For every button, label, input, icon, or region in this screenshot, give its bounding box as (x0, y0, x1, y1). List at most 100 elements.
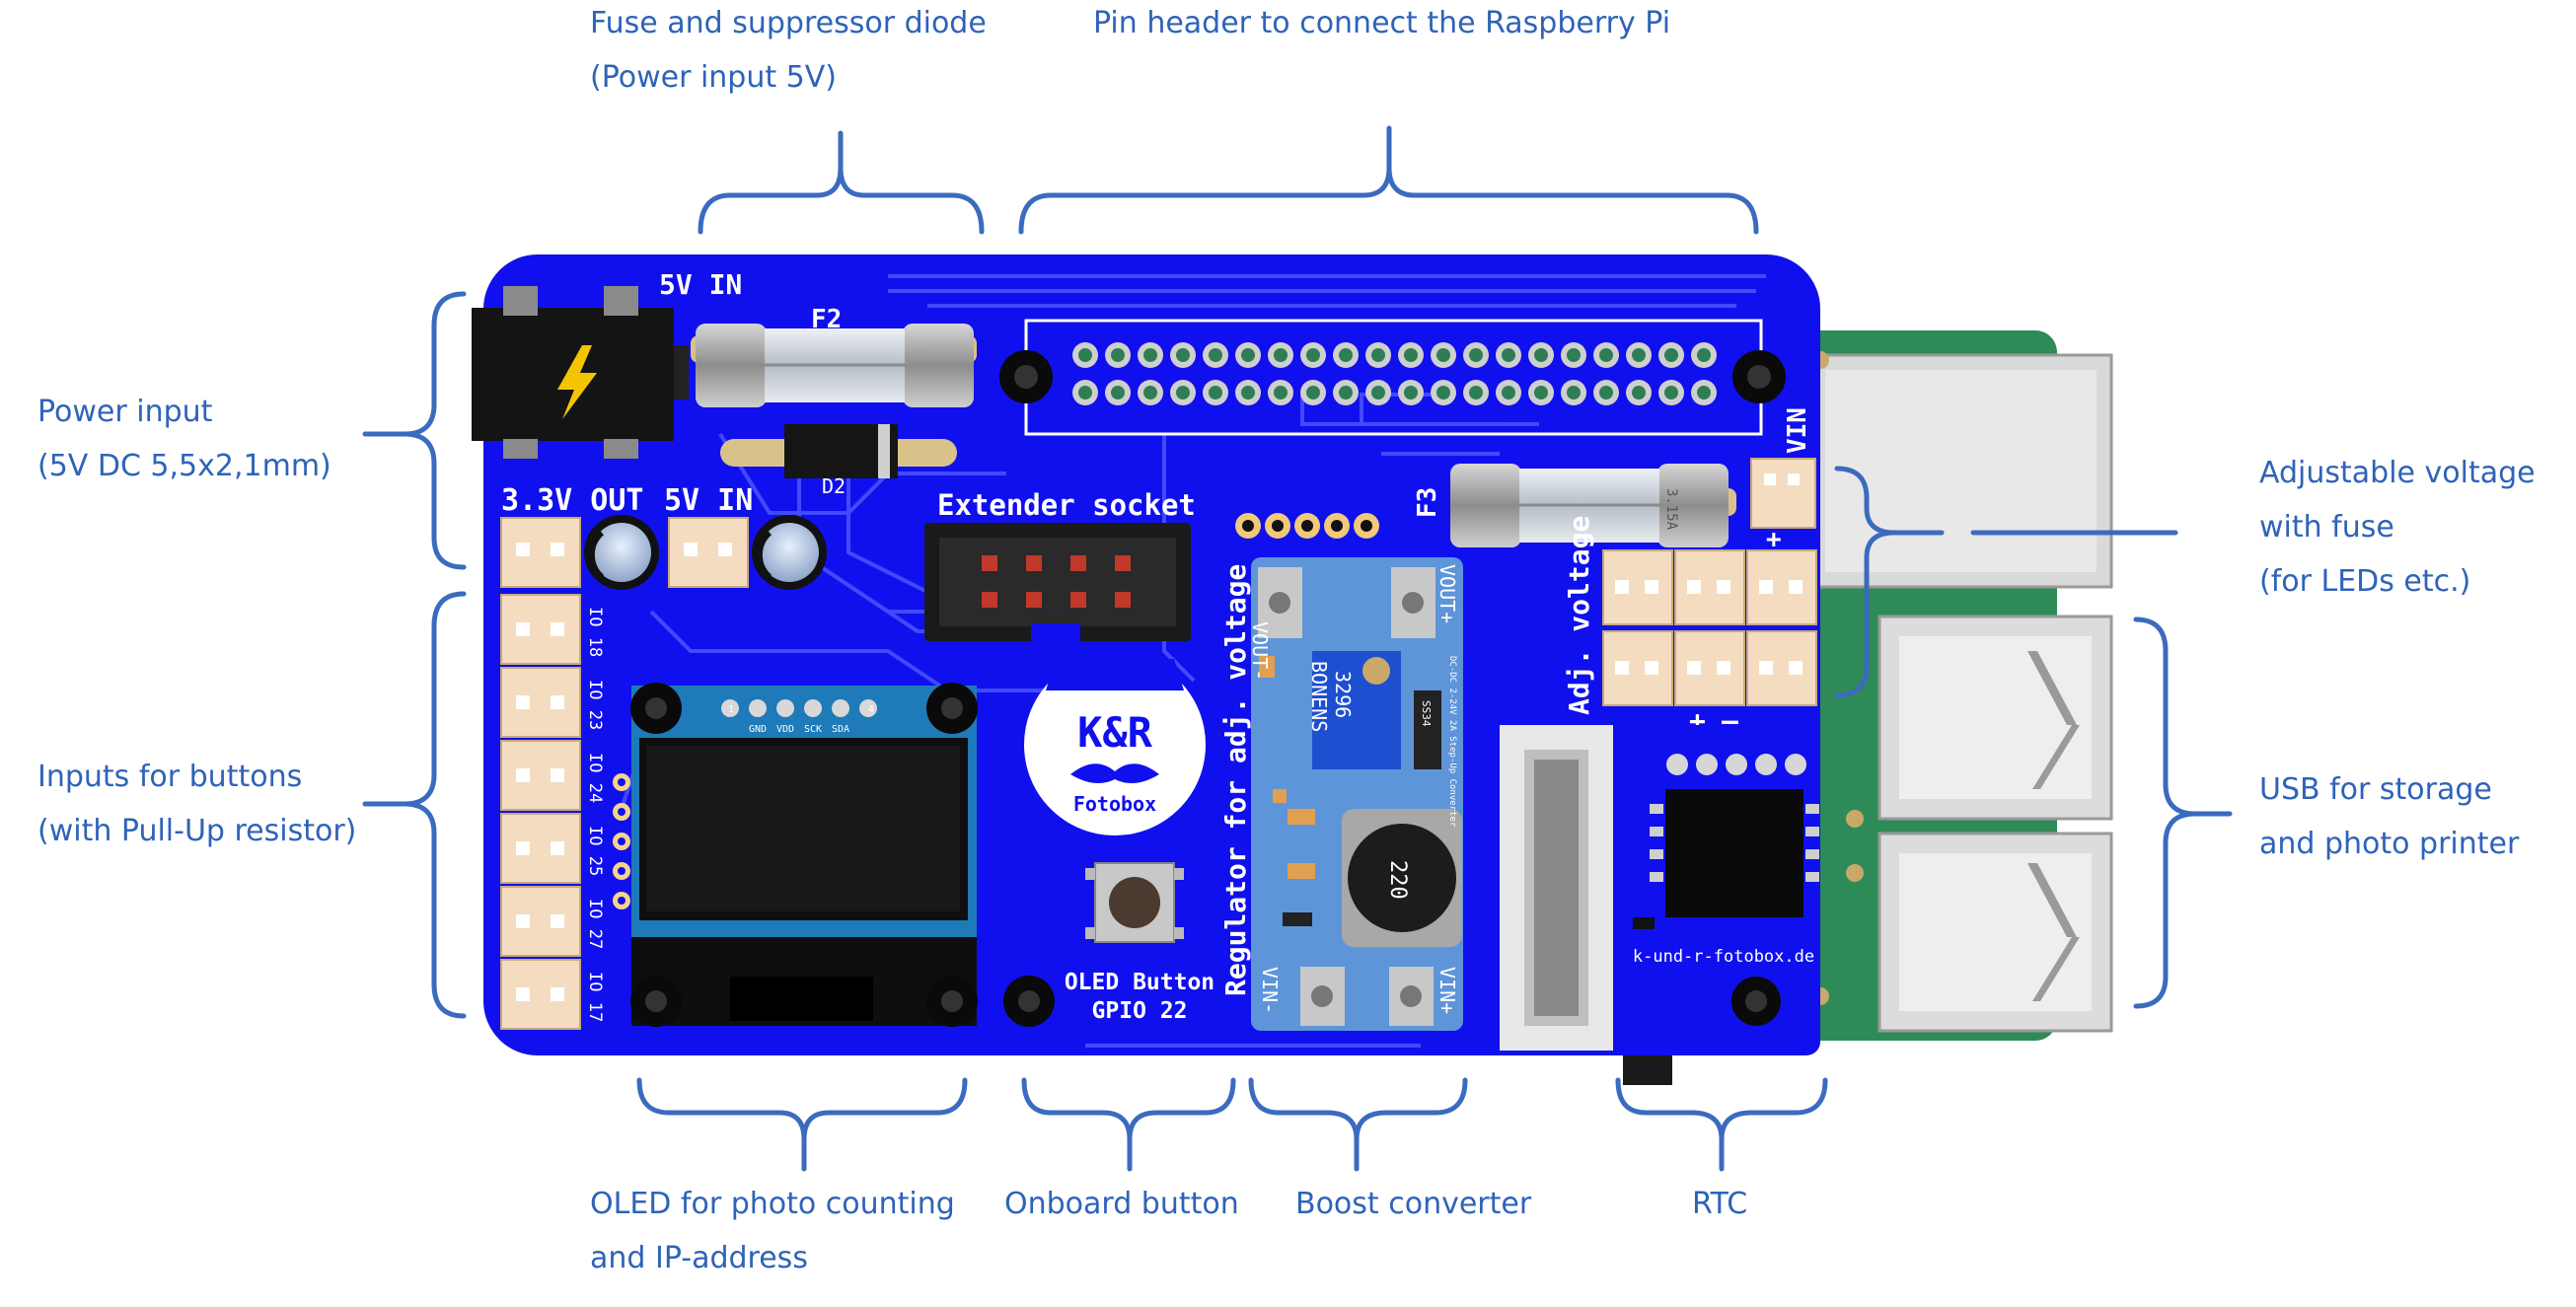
io-label: IO 23 (585, 680, 605, 730)
bracket-oled (636, 1077, 968, 1172)
oled-display-module: 1 4 (631, 686, 977, 1026)
io-label: IO 27 (585, 899, 605, 949)
io-label: IO 25 (585, 826, 605, 876)
oled-pin-label: SCK (804, 724, 822, 735)
gpio-pin (1398, 342, 1424, 368)
mounting-hole-oled-tr (926, 683, 978, 734)
display-ribbon-connector (1500, 725, 1613, 1051)
gpio-pin (1268, 380, 1293, 405)
fuse-f3 (1450, 464, 1736, 547)
silk-5v-in-mid: 5V IN (664, 483, 753, 518)
capacitor-left (584, 515, 659, 590)
gpio-pin (1658, 342, 1684, 368)
callout-fuse-line2: (Power input 5V) (590, 60, 837, 95)
gpio-pin (1593, 342, 1619, 368)
silk-extender: Extender socket (937, 488, 1196, 522)
callout-rtc: RTC (1692, 1177, 1747, 1231)
boost-vin-minus: VIN- (1258, 967, 1282, 1014)
adj-voltage-connector (1602, 549, 1673, 625)
gpio-pin-header (1024, 319, 1763, 436)
callout-boost-line1: Boost converter (1295, 1187, 1532, 1221)
io-pads (613, 773, 630, 909)
gpio-pin (1235, 342, 1261, 368)
io-connector: IO 23 (500, 667, 605, 738)
raspberry-pi-board (1766, 330, 2113, 1041)
io-connector: IO 18 (500, 594, 605, 665)
callout-rtc-line1: RTC (1692, 1187, 1748, 1221)
oled-pin-label: SDA (832, 724, 849, 735)
callout-pin-header: Pin header to connect the Raspberry Pi (1093, 0, 1670, 50)
annotation-brackets (362, 125, 2233, 1172)
callout-inputs-buttons: Inputs for buttons (with Pull-Up resisto… (37, 750, 356, 858)
io-label: IO 24 (585, 753, 605, 803)
gpio-pin (1528, 342, 1554, 368)
gpio-pin (1105, 342, 1131, 368)
rtc-module: k-und-r-fotobox.de (1628, 725, 1820, 1055)
silk-regulator: Regulator for adj. voltage (1219, 564, 1252, 996)
io-label: IO 18 (585, 607, 605, 657)
adj-voltage-connector (1674, 630, 1745, 706)
logo-text-kr: K&R (1077, 708, 1153, 757)
callout-usb-line2: and photo printer (2259, 827, 2520, 861)
adj-voltage-connector (1746, 549, 1817, 625)
io-connector: IO 27 (500, 886, 605, 957)
gpio-pin (1300, 380, 1326, 405)
oled-pin-label: GND (749, 724, 767, 735)
pcb-board: 5V IN F2 D2 3.3V OUT 5V IN (472, 254, 1820, 1085)
silk-3v3-out: 3.3V OUT (501, 483, 644, 518)
io-label: IO 17 (585, 972, 605, 1022)
onboard-tactile-button (1085, 862, 1184, 943)
callout-adj-voltage: Adjustable voltage with fuse (for LEDs e… (2259, 446, 2536, 609)
usb-port-upper (1877, 615, 2113, 821)
silk-adj-voltage: Adj. voltage (1563, 516, 1595, 715)
oled-pin-4: 4 (868, 704, 874, 715)
logo-text-fotobox: Fotobox (1073, 792, 1156, 816)
boost-vout-minus: VOUT- (1248, 621, 1272, 681)
io-connector: IO 25 (500, 813, 605, 884)
adj-voltage-connector (1602, 630, 1673, 706)
io-connector: IO 17 (500, 959, 605, 1030)
bracket-usb (2133, 617, 2233, 1009)
silk-f3: F3 (1413, 487, 1442, 518)
silk-vin-plus: + (1766, 525, 1782, 554)
inductor-label: 220 (1385, 860, 1410, 900)
capacitor-right (752, 515, 827, 590)
fuse-f2 (691, 324, 977, 407)
oled-pin-labels: GND VDD SCK SDA (749, 724, 849, 735)
gpio-pin (1333, 380, 1359, 405)
callout-oled-line1: OLED for photo counting (590, 1187, 955, 1221)
gpio-pin (1561, 342, 1586, 368)
gpio-pin (1072, 380, 1098, 405)
silk-website: k-und-r-fotobox.de (1633, 947, 1814, 967)
callout-power-input-line1: Power input (37, 395, 213, 429)
kr-fotobox-logo: K&R Fotobox (1024, 641, 1206, 835)
gpio-pin (1105, 380, 1131, 405)
callout-oled: OLED for photo counting and IP-address (590, 1177, 955, 1285)
pot-label-1: BONENS (1307, 661, 1331, 732)
pcb-traces (620, 274, 1766, 1048)
callout-onboard-button: Onboard button (1004, 1177, 1239, 1231)
callout-adj-voltage-line1: Adjustable voltage (2259, 456, 2536, 490)
gpio-pin (1691, 380, 1717, 405)
silk-oled-button-2: GPIO 22 (1092, 998, 1188, 1024)
callout-power-input-line2: (5V DC 5,5x2,1mm) (37, 449, 331, 483)
diode-d2 (720, 424, 957, 478)
silk-vin-side: VIN (1783, 407, 1812, 454)
extender-socket (924, 523, 1191, 641)
usb-port-lower (1877, 832, 2113, 1033)
gpio-pin (1431, 380, 1456, 405)
silk-oled-button-1: OLED Button (1065, 970, 1214, 995)
bracket-fuse (698, 130, 985, 235)
pot-label-2: 3296 (1331, 671, 1355, 718)
silk-f2: F2 (811, 305, 842, 334)
boost-vin-plus: VIN+ (1435, 967, 1459, 1014)
mounting-hole-top-left (999, 350, 1053, 403)
bracket-onboard-button (1021, 1077, 1236, 1172)
bracket-pin-header (1018, 125, 1759, 235)
oled-pin-label: VDD (776, 724, 794, 735)
callout-fuse: Fuse and suppressor diode (Power input 5… (590, 0, 987, 105)
boost-converter-module: VOUT- VOUT+ VIN- VIN+ BONENS 3296 220 SS… (1248, 557, 1463, 1031)
callout-adj-voltage-line2: with fuse (2259, 510, 2394, 545)
mounting-hole-oled-tl (630, 683, 682, 734)
